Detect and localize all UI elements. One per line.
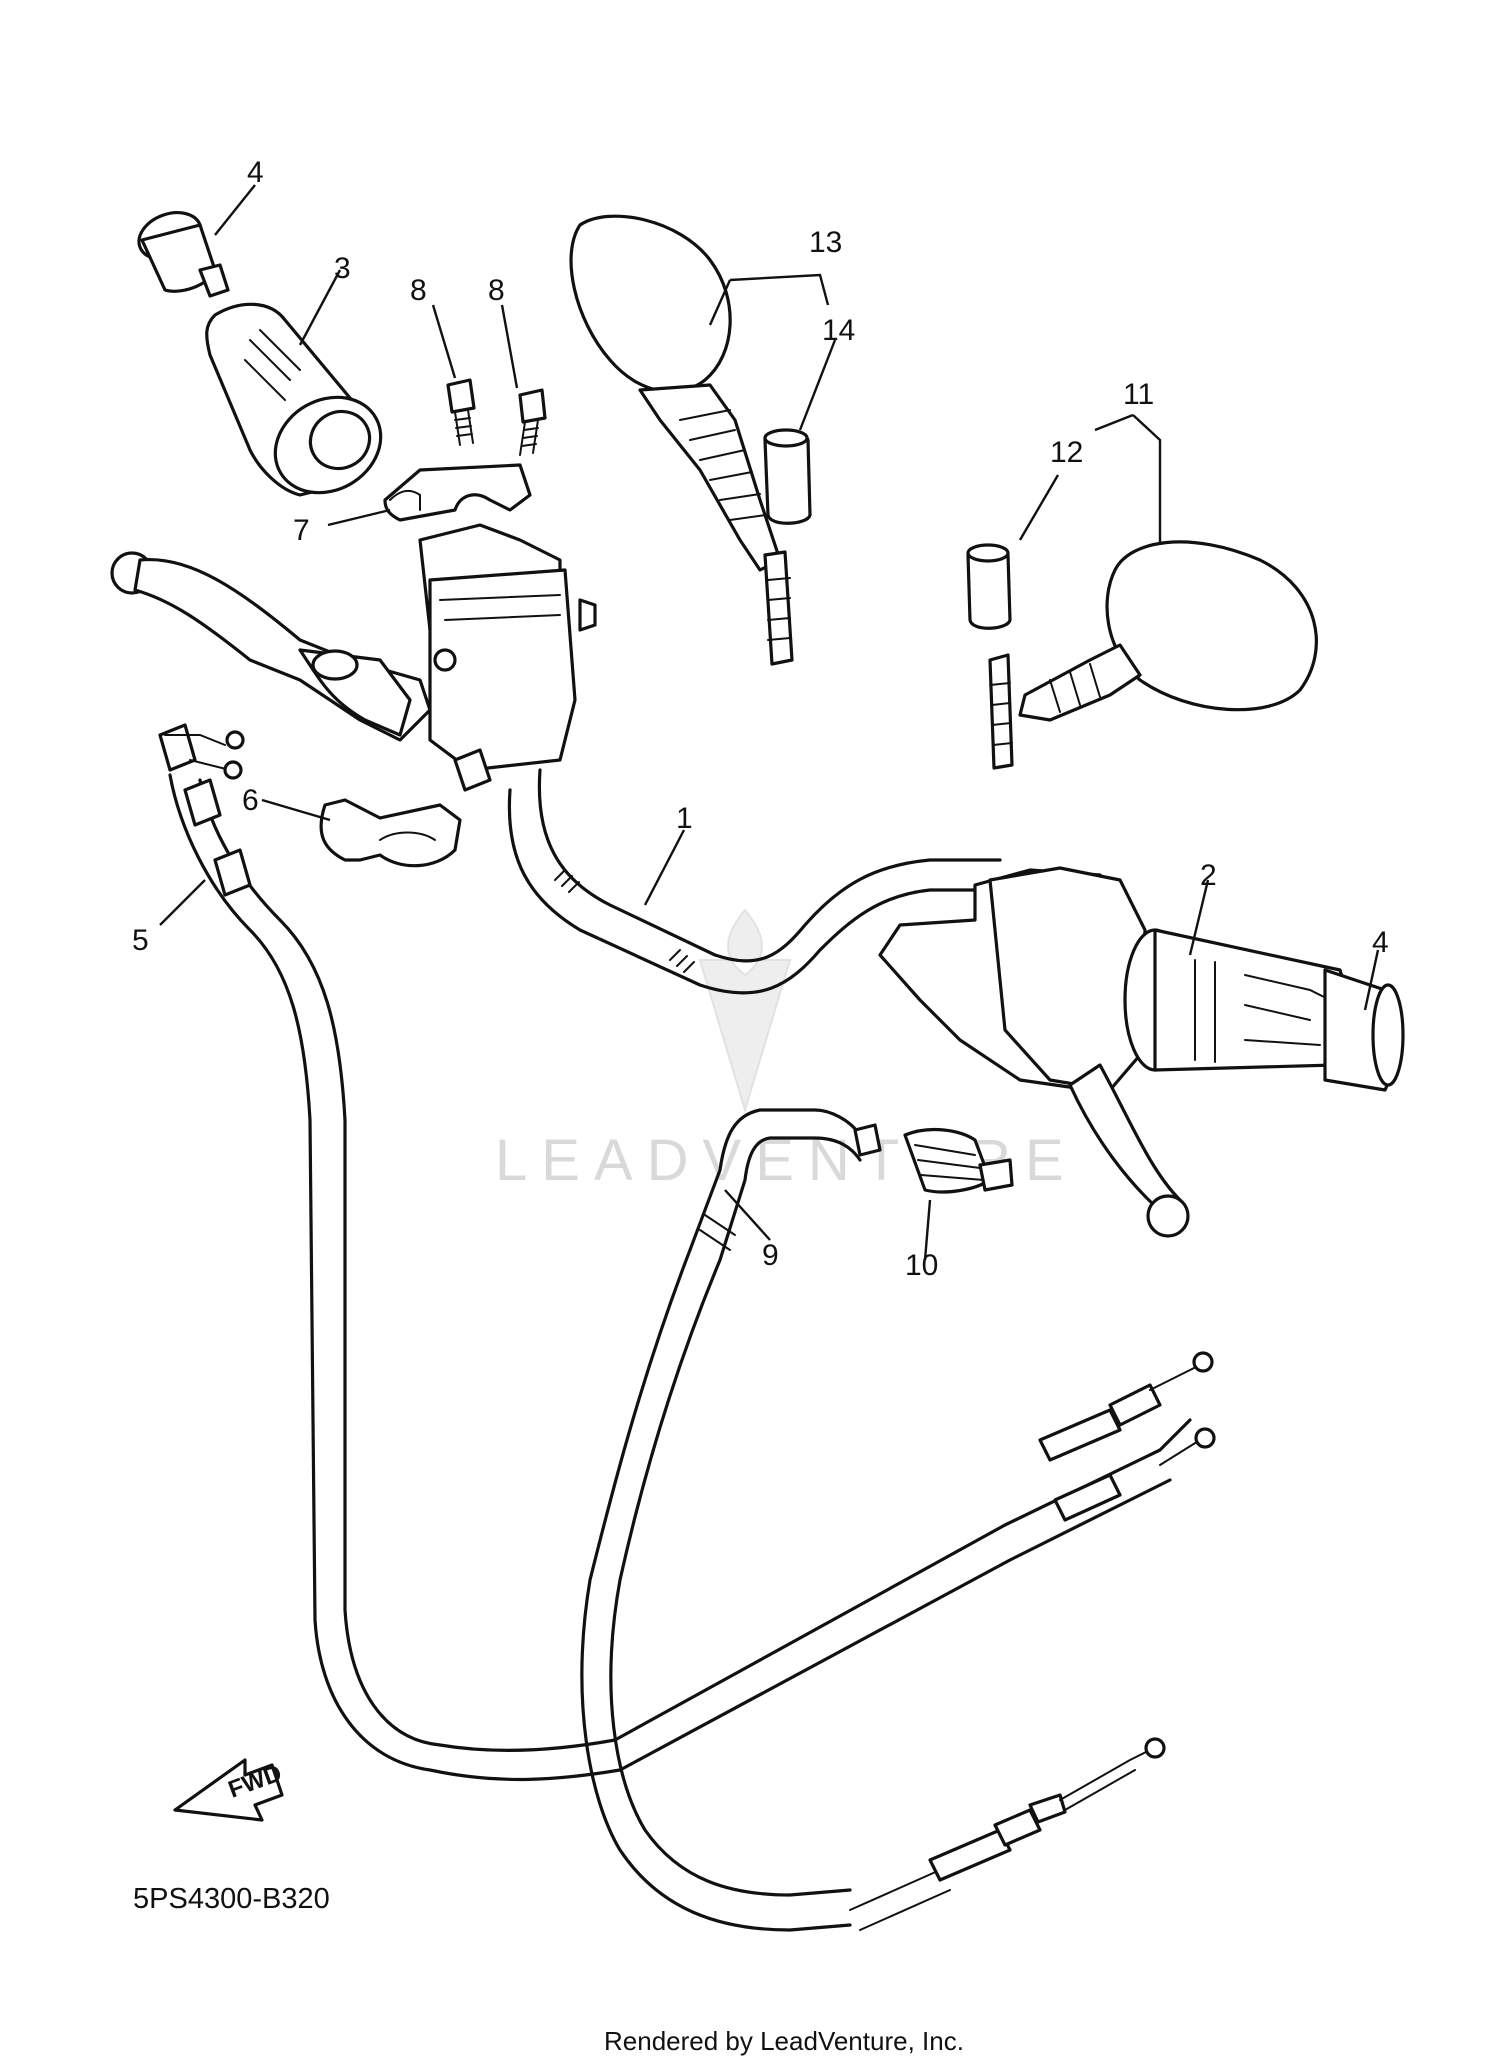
left-grip <box>205 302 383 497</box>
callout-13: 13 <box>809 226 842 259</box>
callout-5: 5 <box>132 924 149 957</box>
footer-credit: Rendered by LeadVenture, Inc. <box>604 2026 964 2056</box>
fwd-arrow: FWD <box>173 1758 285 1822</box>
left-mirror <box>569 214 794 666</box>
callout-8-right: 8 <box>488 274 505 307</box>
bolt-right <box>518 388 547 456</box>
right-mirror-cap <box>966 543 1012 630</box>
left-lever-assembly <box>110 523 597 792</box>
left-grip-end <box>137 211 230 298</box>
callout-4-left: 4 <box>247 156 264 189</box>
upper-clamp <box>383 463 532 522</box>
handlebar <box>507 768 1002 995</box>
diagram-code: 5PS4300-B320 <box>133 1883 330 1915</box>
callouts: 4 3 8 8 7 6 5 1 2 4 9 10 13 14 11 12 <box>132 156 1389 1282</box>
callout-8-left: 8 <box>410 274 427 307</box>
bolt-left <box>446 378 476 446</box>
callout-10: 10 <box>905 1249 938 1282</box>
boot <box>903 1128 1014 1194</box>
cable-9-end <box>849 1737 1166 1931</box>
right-grip-assembly <box>878 866 1405 1238</box>
throttle-cables <box>158 723 1216 1782</box>
cable-9 <box>580 1108 882 1932</box>
leader-lines <box>159 184 1380 1261</box>
callout-2: 2 <box>1200 859 1217 892</box>
callout-9: 9 <box>762 1239 779 1272</box>
callout-3: 3 <box>334 252 351 285</box>
callout-6: 6 <box>242 784 259 817</box>
callout-12: 12 <box>1050 436 1083 469</box>
callout-11: 11 <box>1123 378 1154 411</box>
callout-4-right: 4 <box>1372 926 1389 959</box>
callout-7: 7 <box>293 514 310 547</box>
watermark-logo-mark <box>698 908 792 1114</box>
left-mirror-cap <box>763 428 812 525</box>
callout-14: 14 <box>822 314 855 347</box>
lower-clamp <box>319 798 462 868</box>
right-mirror <box>988 540 1318 770</box>
callout-1: 1 <box>676 802 693 835</box>
